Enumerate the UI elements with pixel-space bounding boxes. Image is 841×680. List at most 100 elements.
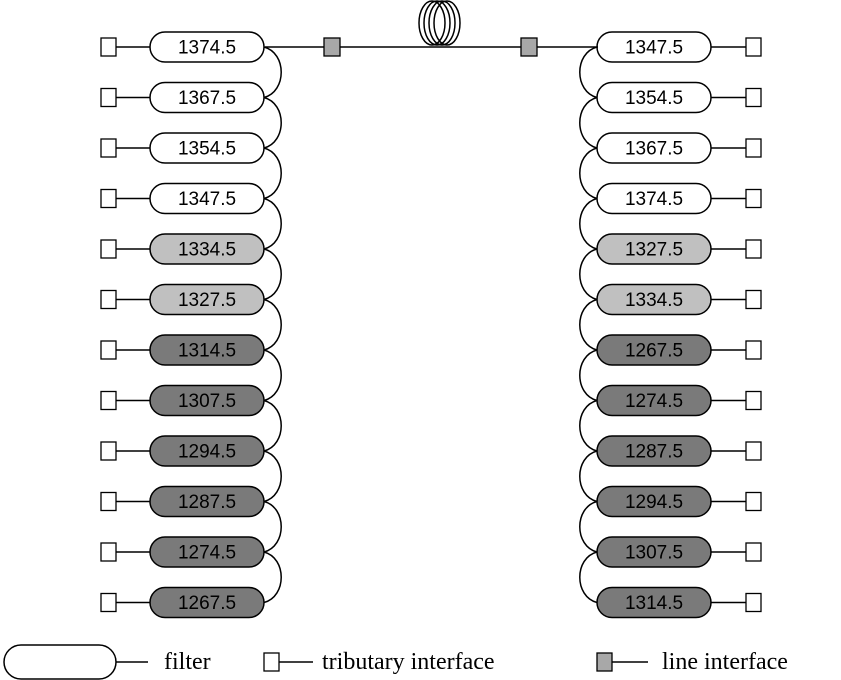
filter-label: 1354.5 <box>178 139 236 160</box>
cascade-link <box>579 551 598 604</box>
left-filter-row: 1287.5 <box>100 485 282 553</box>
cascade-link <box>579 197 598 250</box>
cascade-link <box>263 96 282 149</box>
tributary-interface <box>100 289 117 310</box>
legend-tributary: tributary interface <box>263 649 495 675</box>
filter-label: 1287.5 <box>625 442 683 463</box>
cascade-link <box>263 147 282 200</box>
tributary-interface <box>100 87 117 108</box>
tributary-interface <box>745 441 762 461</box>
cascade-link <box>263 349 282 402</box>
tributary-interface <box>745 340 762 360</box>
right-filter-row: 1347.5 <box>579 31 762 99</box>
filter <box>596 586 712 619</box>
left-filter-column: 1374.5 1367.5 1354.5 1347.5 1334.5 1327.5 1314… <box>100 31 282 619</box>
filter-label: 1367.5 <box>625 139 683 160</box>
right-filter-row: 1287.5 <box>579 435 762 503</box>
legend-filter: filter <box>3 644 211 680</box>
left-filter-row: 1307.5 <box>100 384 282 452</box>
tributary-interface <box>745 491 762 512</box>
tributary-interface <box>100 491 117 512</box>
filter-label: 1267.5 <box>625 341 683 362</box>
fiber-spool-icon <box>418 0 461 46</box>
cascade-link <box>579 500 598 553</box>
line-interface-left <box>323 37 341 57</box>
right-filter-row: 1267.5 <box>579 334 762 402</box>
legend-filter-label: filter <box>164 649 211 675</box>
tributary-interface <box>100 239 117 259</box>
legend: filter tributary interface line interfac… <box>3 644 788 680</box>
tributary-interface <box>745 239 762 259</box>
filter-label: 1294.5 <box>178 442 236 463</box>
right-filter-row: 1367.5 <box>579 132 762 200</box>
cascade-link <box>579 147 598 200</box>
cascade-link <box>263 450 282 503</box>
cascade-link <box>579 399 598 452</box>
right-filter-row: 1294.5 <box>579 485 762 553</box>
cascade-link <box>579 349 598 402</box>
left-filter-row: 1347.5 <box>100 182 282 250</box>
filter-label: 1334.5 <box>178 240 236 261</box>
left-filter-row: 1274.5 <box>100 536 282 604</box>
filter-label: 1354.5 <box>625 88 683 109</box>
filter-label: 1274.5 <box>178 543 236 564</box>
cascade-link <box>579 96 598 149</box>
left-filter-row: 1334.5 <box>100 233 282 301</box>
tributary-interface <box>100 138 117 158</box>
cascade-link <box>263 551 282 604</box>
tributary-interface <box>100 188 117 209</box>
filter-label: 1314.5 <box>178 341 236 362</box>
filter-label: 1307.5 <box>625 543 683 564</box>
cascade-link <box>263 298 282 351</box>
legend-line-label: line interface <box>662 649 788 675</box>
right-filter-row: 1314.5 <box>596 586 762 619</box>
tributary-interface <box>100 542 117 562</box>
cascade-link <box>263 248 282 301</box>
cascade-link <box>263 399 282 452</box>
tributary-interface <box>100 592 117 613</box>
tributary-interface <box>745 289 762 310</box>
filter-label: 1327.5 <box>178 290 236 311</box>
cascade-link <box>263 46 282 99</box>
tributary-interface <box>745 37 762 57</box>
right-filter-row: 1307.5 <box>579 536 762 604</box>
legend-tributary-symbol <box>263 652 280 672</box>
tributary-interface <box>745 138 762 158</box>
right-filter-row: 1327.5 <box>579 233 762 301</box>
filter-label: 1347.5 <box>178 189 236 210</box>
left-filter-row: 1367.5 <box>100 81 282 149</box>
cascade-link <box>579 248 598 301</box>
left-filter-row: 1267.5 <box>100 586 265 619</box>
cascade-link <box>579 298 598 351</box>
line-interface-right <box>520 37 538 57</box>
filter-label: 1294.5 <box>625 492 683 513</box>
tributary-interface <box>745 390 762 411</box>
right-filter-row: 1334.5 <box>579 283 762 351</box>
filter-label: 1287.5 <box>178 492 236 513</box>
filter-label: 1314.5 <box>625 593 683 614</box>
right-filter-row: 1274.5 <box>579 384 762 452</box>
filter-label: 1307.5 <box>178 391 236 412</box>
legend-line-symbol <box>596 652 613 672</box>
tributary-interface <box>100 37 117 57</box>
legend-tributary-label: tributary interface <box>322 649 495 675</box>
filter-label: 1274.5 <box>625 391 683 412</box>
tributary-interface <box>745 542 762 562</box>
trunk-link <box>265 0 598 57</box>
left-filter-row: 1327.5 <box>100 283 282 351</box>
right-filter-row: 1354.5 <box>579 81 762 149</box>
left-filter-row: 1354.5 <box>100 132 282 200</box>
legend-line: line interface <box>596 649 788 675</box>
left-filter-row: 1294.5 <box>100 435 282 503</box>
tributary-interface <box>745 188 762 209</box>
tributary-interface <box>100 441 117 461</box>
filter-label: 1367.5 <box>178 88 236 109</box>
filter-label: 1374.5 <box>178 38 236 59</box>
right-filter-row: 1374.5 <box>579 182 762 250</box>
filter <box>149 586 265 619</box>
filter-label: 1327.5 <box>625 240 683 261</box>
filter-label: 1347.5 <box>625 38 683 59</box>
left-filter-row: 1314.5 <box>100 334 282 402</box>
